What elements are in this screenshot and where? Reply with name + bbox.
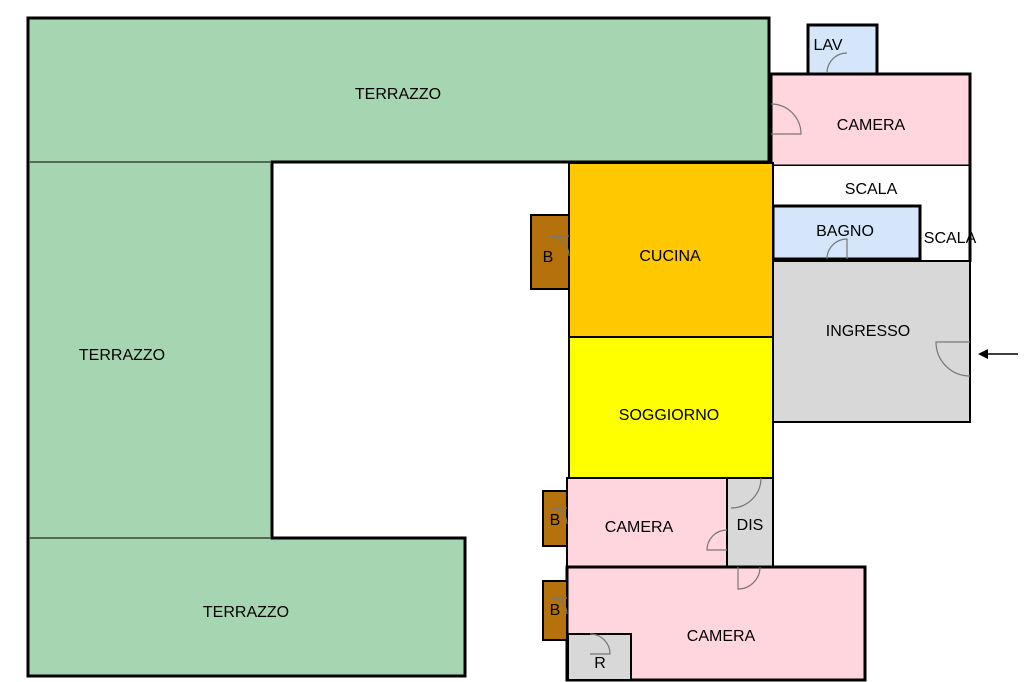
label-bagno: BAGNO — [816, 223, 874, 240]
scala-top-area — [771, 166, 970, 206]
label-terrazzo-top: TERRAZZO — [355, 86, 441, 103]
label-camera-bottom: CAMERA — [687, 628, 756, 645]
door-swing — [589, 633, 611, 655]
b-kitchen-box — [530, 214, 570, 290]
label-b-camera-mid: B — [550, 512, 561, 529]
label-camera-mid: CAMERA — [605, 519, 674, 536]
label-b-kitchen: B — [543, 249, 554, 266]
dis-room — [726, 477, 774, 568]
cucina-room — [568, 162, 774, 338]
label-dis: DIS — [737, 517, 764, 534]
camera-top-room — [769, 72, 972, 168]
door-swing — [737, 566, 761, 590]
door-swing — [770, 103, 802, 135]
door-swing — [826, 238, 848, 260]
label-cucina: CUCINA — [639, 248, 701, 265]
label-b-camera-bottom: B — [550, 602, 561, 619]
door-swing — [935, 341, 971, 377]
label-r: R — [594, 655, 606, 672]
label-camera-top: CAMERA — [837, 117, 906, 134]
door-swing — [706, 529, 728, 551]
label-scala-side: SCALA — [924, 230, 977, 247]
label-terrazzo-left: TERRAZZO — [79, 347, 165, 364]
arrow-left-icon — [978, 349, 1018, 359]
door-swing — [550, 597, 568, 615]
door-swing — [550, 507, 568, 525]
label-soggiorno: SOGGIORNO — [619, 407, 719, 424]
label-scala-top: SCALA — [845, 181, 898, 198]
door-swing — [548, 235, 570, 257]
label-terrazzo-bottom: TERRAZZO — [203, 604, 289, 621]
label-ingresso: INGRESSO — [826, 323, 910, 340]
terrace-area — [26, 16, 771, 678]
r-room — [567, 633, 632, 681]
lav-room — [806, 23, 879, 76]
b-camera-mid-box — [542, 490, 568, 547]
label-lav: LAV — [813, 37, 842, 54]
door-swing — [826, 52, 848, 74]
door-swing — [730, 477, 762, 509]
